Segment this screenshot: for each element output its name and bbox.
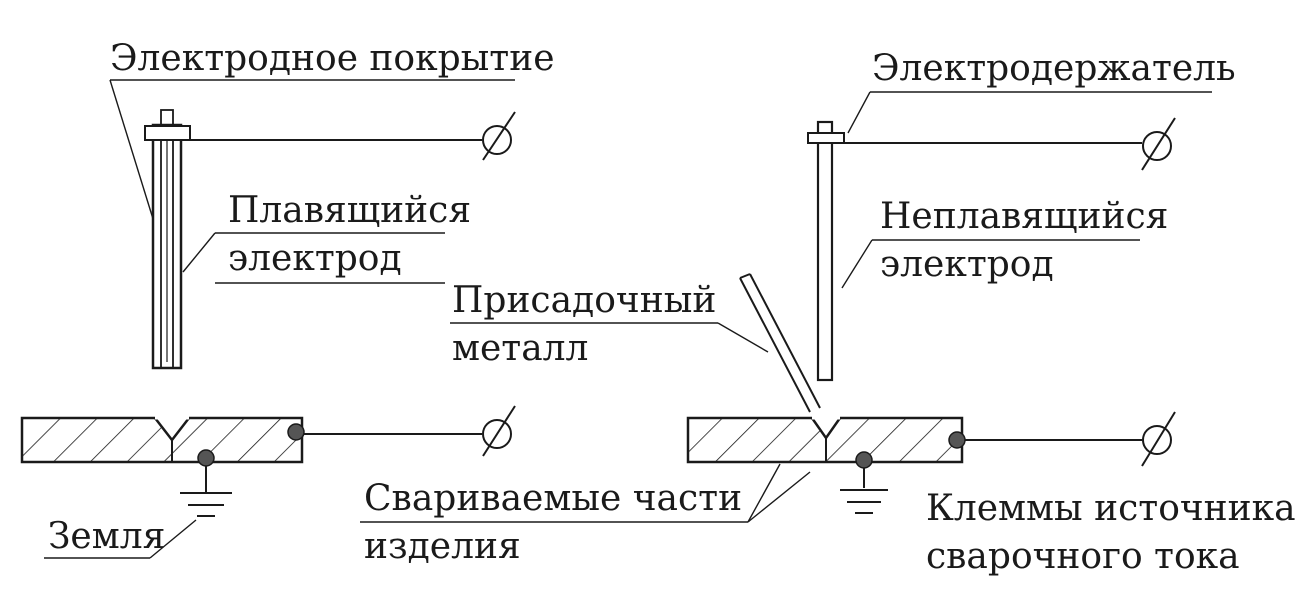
label-nonconsumable-electrode-line2: электрод xyxy=(880,244,1054,285)
label-consumable-electrode-line1: Плавящийся xyxy=(228,190,471,231)
right-diagram: Электродержатель Неплавящийся электрод П… xyxy=(360,48,1296,577)
electrode-holder-right xyxy=(807,132,845,144)
ground-symbol-left xyxy=(180,449,232,517)
electrode-holder-left xyxy=(144,125,191,141)
leader-line-ground xyxy=(149,519,197,559)
leader-line-welded-2 xyxy=(747,471,811,523)
label-filler-metal-line2: металл xyxy=(452,328,588,369)
label-electrode-coating: Электродное покрытие xyxy=(110,38,555,79)
leader-line-nonconsumable xyxy=(841,239,873,289)
label-terminals-line1: Клеммы источника xyxy=(926,488,1296,529)
label-electrode-holder: Электродержатель xyxy=(872,48,1236,89)
left-diagram: Электродное покрытие Плавящийся электрод xyxy=(20,38,555,559)
consumable-electrode xyxy=(151,109,183,370)
leader-line-holder xyxy=(847,91,871,134)
label-welded-parts-line1: Свариваемые части xyxy=(364,478,742,519)
workpiece-left xyxy=(20,416,304,464)
leader-line-coating xyxy=(109,79,159,236)
nonconsumable-electrode xyxy=(816,120,834,382)
label-nonconsumable-electrode-line1: Неплавящийся xyxy=(880,196,1168,237)
terminal-symbol-left-bottom xyxy=(482,405,516,457)
terminal-symbol-right-bottom xyxy=(1141,411,1176,467)
clamp-dot-right-plate xyxy=(948,431,966,449)
label-terminals-line2: сварочного тока xyxy=(926,536,1240,577)
leader-line-consumable xyxy=(182,232,216,273)
label-consumable-electrode-line2: электрод xyxy=(228,238,402,279)
workpiece-right xyxy=(686,416,964,464)
label-filler-metal-line1: Присадочный xyxy=(452,280,716,321)
terminal-symbol-right-top xyxy=(1141,117,1176,171)
label-welded-parts-line2: изделия xyxy=(364,526,521,567)
leader-line-filler xyxy=(717,322,769,353)
filler-metal-rod xyxy=(739,273,821,413)
label-ground: Земля xyxy=(48,516,165,557)
terminal-symbol-left-top xyxy=(482,111,516,161)
clamp-dot-left-plate xyxy=(287,423,305,441)
leader-line-welded-1 xyxy=(747,463,781,523)
ground-symbol-right xyxy=(840,451,888,514)
